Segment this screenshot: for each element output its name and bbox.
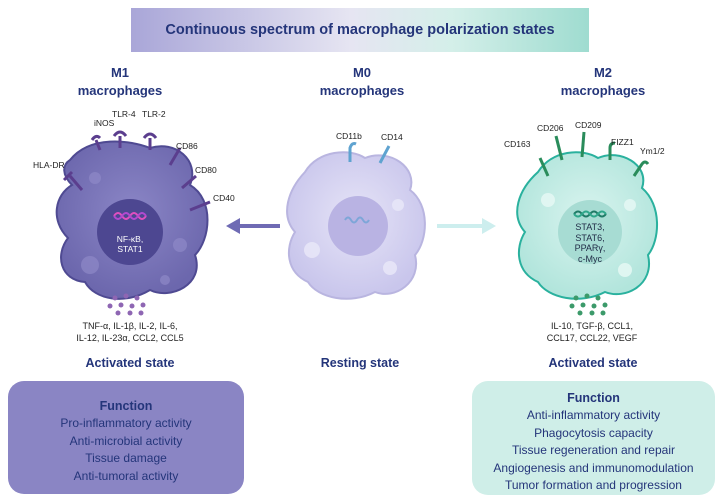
m1-cytokines: TNF-α, IL-1β, IL-2, IL-6, IL-12, IL-23α,… [55, 320, 205, 344]
label-cd80: CD80 [195, 165, 217, 175]
m0-vesicle [392, 199, 404, 211]
m0-heading-line2: macrophages [319, 83, 405, 98]
m1-cytokines-line: TNF-α, IL-1β, IL-2, IL-6, [82, 321, 178, 331]
m2-cytokines-line: IL-10, TGF-β, CCL1, [550, 321, 634, 331]
m2-function-title: Function [567, 391, 620, 405]
m0-heading: M0 macrophages [302, 64, 422, 100]
m1-function-box: Function Pro-inflammatory activity Anti-… [8, 381, 244, 494]
m2-cytokines-line: CCL17, CCL22, VEGF [546, 333, 638, 343]
label-cd11b: CD11b [336, 131, 362, 141]
m2-vesicle [541, 193, 555, 207]
m1-function-item: Anti-tumoral activity [73, 468, 179, 483]
m1-heading-line1: M1 [110, 65, 130, 80]
label-tlr4: TLR-4 [112, 109, 136, 119]
m2-function-item: Angiogenesis and immunomodulation [493, 460, 694, 475]
m1-nucleus-line: STAT1 [117, 244, 143, 254]
arrow-right-icon [437, 218, 496, 234]
m1-state-label: Activated state [85, 356, 175, 370]
receptor-icon [538, 131, 650, 177]
label-cd209: CD209 [575, 120, 602, 130]
m1-nucleus-line: NF-κB, [116, 234, 144, 244]
m1-vesicle [173, 238, 187, 252]
cytokine-dots-icon [107, 293, 146, 316]
m2-state-label: Activated state [548, 356, 638, 370]
m2-function-box: Function Anti-inflammatory activity Phag… [472, 381, 715, 495]
m1-heading-line2: macrophages [77, 83, 163, 98]
m1-function-item: Tissue damage [85, 451, 167, 465]
title-banner [131, 8, 589, 52]
m2-nucleus-text: STAT3, STAT6, PPARγ, c-Myc [564, 222, 616, 264]
label-cd206: CD206 [537, 123, 564, 133]
m2-vesicle [618, 263, 632, 277]
m2-function-item: Phagocytosis capacity [534, 425, 653, 440]
label-fizz1: FIZZ1 [611, 137, 634, 147]
m2-nucleus-line: c-Myc [578, 253, 602, 264]
m1-vesicle [81, 256, 99, 274]
m2-cytokines: IL-10, TGF-β, CCL1, CCL17, CCL22, VEGF [518, 320, 666, 344]
m1-vesicle [89, 172, 101, 184]
m2-heading: M2 macrophages [543, 64, 663, 100]
m1-vesicle [160, 275, 170, 285]
m0-vesicle [383, 261, 397, 275]
m0-state-label: Resting state [320, 356, 400, 370]
m2-nucleus-line: PPARγ, [574, 243, 606, 253]
label-inos: iNOS [94, 118, 115, 128]
label-tlr2: TLR-2 [142, 109, 166, 119]
m2-nucleus [558, 200, 622, 264]
label-hla-dr: HLA-DR [33, 160, 65, 170]
label-cd86: CD86 [176, 141, 198, 151]
m2-function-item: Anti-inflammatory activity [526, 408, 661, 422]
label-ym12: Ym1/2 [640, 146, 665, 156]
receptor-icon [348, 142, 391, 164]
m2-function-item: Tissue regeneration and repair [512, 443, 675, 457]
m1-nucleus [97, 199, 163, 265]
m0-vesicle [304, 242, 320, 258]
m1-function-title: Function [99, 399, 153, 413]
m1-nucleus-text: NF-κB, STAT1 [105, 234, 155, 254]
label-cd40: CD40 [213, 193, 235, 203]
m1-function-item: Pro-inflammatory activity [60, 416, 192, 430]
m1-cytokines-line: IL-12, IL-23α, CCL2, CCL5 [76, 333, 184, 343]
m2-heading-line2: macrophages [560, 83, 646, 98]
m2-function-item: Tumor formation and progression [505, 478, 682, 492]
m0-nucleus [328, 196, 388, 256]
m2-nucleus-line: STAT6, [575, 232, 605, 243]
m2-heading-line1: M2 [593, 65, 613, 80]
m0-heading-line1: M0 [352, 65, 372, 80]
dna-icon [573, 210, 607, 218]
m1-heading: M1 macrophages [60, 64, 180, 100]
cytokine-dots-icon [569, 293, 608, 316]
label-cd14: CD14 [381, 132, 403, 142]
banner-title: Continuous spectrum of macrophage polari… [165, 22, 555, 38]
dna-icon [344, 216, 370, 224]
m2-nucleus-line: STAT3, [575, 222, 605, 232]
dna-icon [113, 212, 147, 220]
receptor-icon [62, 130, 211, 212]
m1-function-item: Anti-microbial activity [69, 433, 183, 448]
arrow-left-icon [226, 218, 280, 234]
m2-vesicle [624, 199, 636, 211]
label-cd163: CD163 [504, 139, 531, 149]
